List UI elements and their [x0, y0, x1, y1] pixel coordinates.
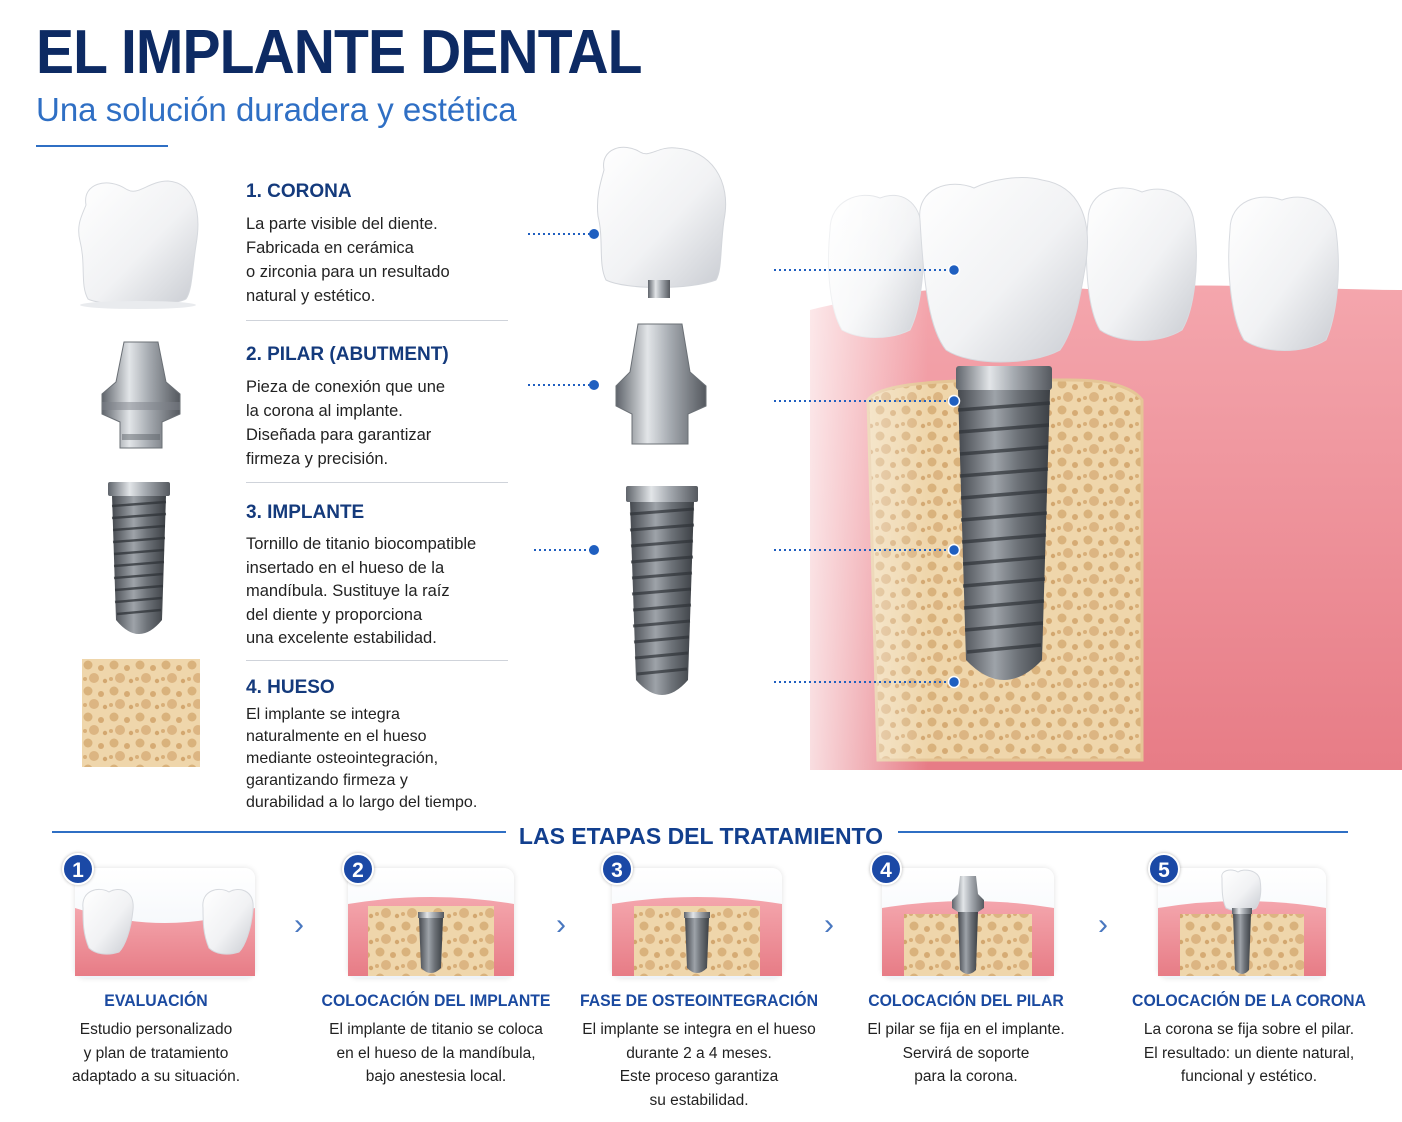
stage-2-illustration	[348, 897, 514, 976]
component-title: 3. IMPLANTE	[246, 502, 365, 523]
stage-2-badge: 2	[342, 853, 374, 885]
stage-5-illustration	[1158, 869, 1326, 976]
leader-lines-left	[528, 233, 592, 551]
separator	[246, 482, 508, 483]
stage-1-badge: 1	[62, 853, 94, 885]
crown-part	[597, 146, 726, 298]
stage-description: La corona se fija sobre el pilar.El resu…	[1143, 1021, 1355, 1085]
heading-rule-right	[898, 831, 1348, 833]
stage-1-image	[75, 868, 255, 978]
chevron-right-icon: ›	[824, 908, 834, 941]
stage-3-image	[612, 868, 782, 978]
component-pilar: 2. PILAR (ABUTMENT) Pieza de conexión qu…	[246, 343, 516, 471]
stage-1-illustration	[75, 888, 255, 976]
separator	[246, 660, 508, 661]
stage-4-badge: 4	[870, 853, 902, 885]
stage-4: COLOCACIÓN DEL PILAR El pilar se fija en…	[840, 990, 1092, 1089]
component-title: 2. PILAR (ABUTMENT)	[246, 344, 449, 365]
stage-5-badge: 5	[1148, 853, 1180, 885]
component-title: 1. CORONA	[246, 181, 352, 202]
stage-description: El pilar se fija en el implante.Servirá …	[867, 1021, 1065, 1085]
stage-title: EVALUACIÓN	[104, 991, 208, 1010]
chevron-right-icon: ›	[556, 908, 566, 941]
separator	[246, 320, 508, 321]
component-description: La parte visible del diente.Fabricada en…	[246, 215, 450, 305]
jaw-cross-section	[770, 170, 1402, 790]
component-title: 4. HUESO	[246, 677, 335, 698]
page-title: EL IMPLANTE DENTAL	[36, 18, 643, 87]
abutment-icon	[101, 341, 181, 449]
stage-title: COLOCACIÓN DE LA CORONA	[1132, 991, 1366, 1010]
stage-3: FASE DE OSTEOINTEGRACIÓN El implante se …	[568, 990, 830, 1112]
stage-title: COLOCACIÓN DEL IMPLANTE	[321, 991, 551, 1010]
stage-4-illustration	[882, 876, 1054, 976]
implant-screw-icon	[108, 482, 170, 634]
heading-rule-left	[52, 831, 506, 833]
stage-5-image	[1158, 868, 1326, 978]
crown-icon	[78, 180, 199, 309]
stage-2: COLOCACIÓN DEL IMPLANTE El implante de t…	[306, 990, 566, 1089]
implant-part	[626, 486, 698, 695]
stage-3-illustration	[612, 897, 782, 976]
title-underline	[36, 145, 168, 147]
chevron-right-icon: ›	[1098, 908, 1108, 941]
stages-heading: LAS ETAPAS DEL TRATAMIENTO	[518, 823, 884, 849]
exploded-view	[528, 146, 726, 695]
component-corona: 1. CORONA La parte visible del diente.Fa…	[246, 180, 516, 308]
stage-3-badge: 3	[601, 853, 633, 885]
stage-4-image	[882, 868, 1054, 978]
leader-lines-right	[774, 269, 950, 683]
stage-title: FASE DE OSTEOINTEGRACIÓN	[579, 991, 819, 1010]
bone-icon	[82, 659, 200, 767]
stage-2-image	[348, 868, 514, 978]
chevron-right-icon: ›	[294, 908, 304, 941]
page-subtitle: Una solución duradera y estética	[36, 91, 517, 128]
stage-title: COLOCACIÓN DEL PILAR	[868, 991, 1064, 1010]
component-implante: 3. IMPLANTE Tornillo de titanio biocompa…	[246, 501, 526, 651]
abutment-part	[615, 323, 707, 445]
stage-5: COLOCACIÓN DE LA CORONA La corona se fij…	[1118, 990, 1380, 1089]
